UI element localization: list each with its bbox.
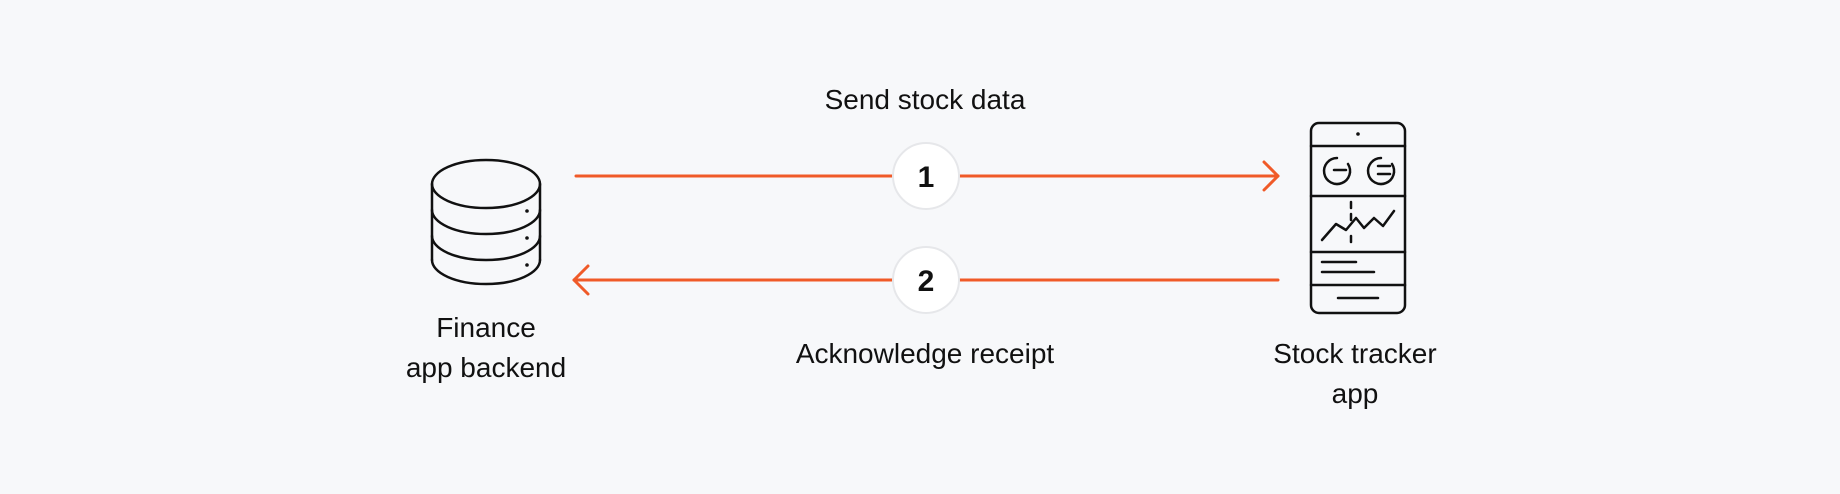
node-label-backend: Finance app backend	[336, 308, 636, 388]
node-label-backend-line2: app backend	[405, 352, 567, 383]
step-number-1: 1	[918, 161, 935, 194]
step-number-2: 2	[918, 265, 935, 298]
step-badge-1: 1	[892, 142, 960, 210]
node-label-tracker-line1: Stock tracker	[1273, 338, 1437, 369]
node-label-backend-line1: Finance	[436, 312, 536, 343]
node-label-tracker: Stock tracker app	[1205, 334, 1505, 414]
database-icon	[430, 158, 542, 286]
smartphone-chart-icon	[1309, 121, 1407, 315]
flow-label-acknowledge: Acknowledge receipt	[725, 334, 1125, 374]
flow-label-1-text: Send stock data	[824, 84, 1026, 115]
node-label-tracker-line2: app	[1331, 378, 1379, 409]
flow-label-2-text: Acknowledge receipt	[795, 338, 1055, 369]
step-badge-2: 2	[892, 246, 960, 314]
flow-label-send: Send stock data	[725, 80, 1125, 120]
